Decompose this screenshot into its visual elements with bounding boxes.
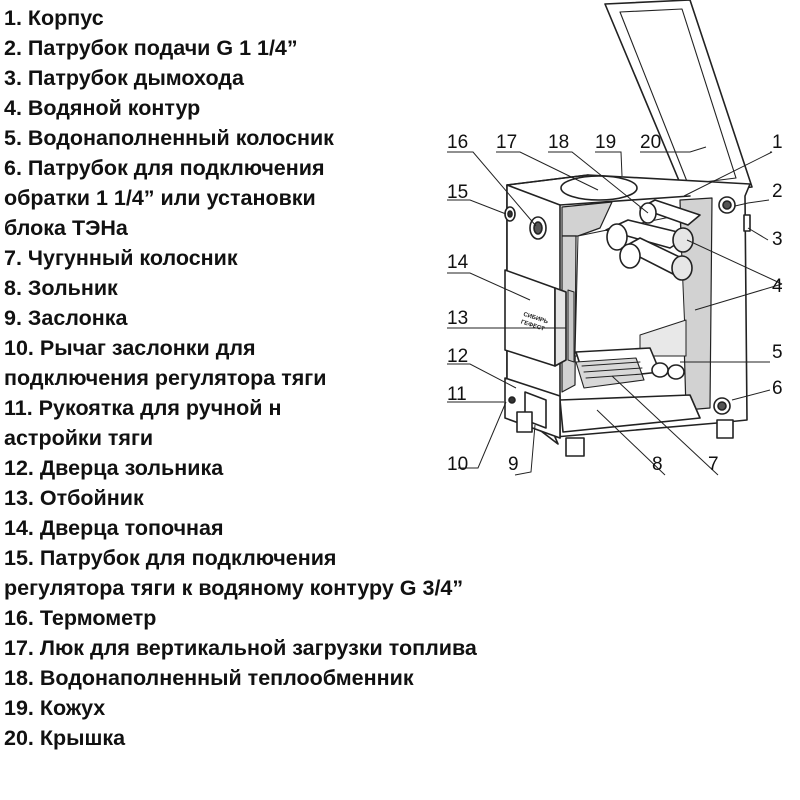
legend-item: 20. Крышка — [4, 723, 564, 753]
callout-5: 5 — [772, 342, 783, 363]
lid — [604, 0, 753, 196]
ash-pan — [559, 394, 701, 433]
legend-item: 9. Заслонка — [4, 303, 564, 333]
legend-item: 14. Дверца топочная — [4, 513, 564, 543]
legend-item: 7. Чугунный колосник — [4, 243, 564, 273]
legend-line: 1. Корпус — [4, 6, 104, 30]
callout-10: 10 — [447, 454, 468, 475]
legend-line: 12. Дверца зольника — [4, 456, 224, 480]
legend-item: 10. Рычаг заслонки для подключения регуля… — [4, 333, 564, 393]
legend-line: 9. Заслонка — [4, 306, 128, 330]
legend-line: 17. Люк для вертикальной загрузки топлив… — [4, 636, 477, 660]
callout-19: 19 — [595, 132, 616, 153]
legend-line: регулятора тяги к водяному контуру G 3/4… — [4, 576, 464, 600]
callout-20: 20 — [640, 132, 661, 153]
legend-line: 15. Патрубок для подключения — [4, 546, 337, 570]
draft-regulator-pipe — [504, 206, 516, 222]
legend-line: 20. Крышка — [4, 726, 126, 750]
grates — [575, 347, 685, 389]
legend-line: астройки тяги — [4, 426, 154, 450]
baffle — [567, 289, 575, 363]
legend-line: блока ТЭНа — [4, 216, 128, 240]
legend-item: 19. Кожух — [4, 693, 564, 723]
callout-15: 15 — [447, 182, 468, 203]
legend-line: 2. Патрубок подачи G 1 1/4” — [4, 36, 298, 60]
callout-13: 13 — [447, 308, 468, 329]
legend-item: 17. Люк для вертикальной загрузки топлив… — [4, 633, 564, 663]
callout-11: 11 — [447, 384, 467, 405]
heat-exchanger — [605, 199, 701, 281]
legend-item: 16. Термометр — [4, 603, 564, 633]
legend-line: 10. Рычаг заслонки для — [4, 336, 256, 360]
legend-line: 5. Водонаполненный колосник — [4, 126, 334, 150]
legend-item: 18. Водонаполненный теплообменник — [4, 663, 564, 693]
legend-item: 8. Зольник — [4, 273, 564, 303]
thermometer — [529, 216, 547, 240]
legend-item: 13. Отбойник — [4, 483, 564, 513]
legend-line: 11. Рукоятка для ручной н — [4, 396, 282, 420]
legend-line: 18. Водонаполненный теплообменник — [4, 666, 414, 690]
flue-pipe — [743, 214, 751, 232]
callout-1: 1 — [772, 132, 783, 153]
legend-item: 5. Водонаполненный колосник — [4, 123, 564, 153]
callout-4: 4 — [772, 276, 783, 297]
legend-line: 4. Водяной контур — [4, 96, 201, 120]
legend-line: 3. Патрубок дымохода — [4, 66, 244, 90]
callout-9: 9 — [508, 454, 519, 475]
legend-line: 7. Чугунный колосник — [4, 246, 238, 270]
legend-item: 6. Патрубок для подключения обратки 1 1/4… — [4, 153, 564, 243]
callout-14: 14 — [447, 252, 469, 273]
return-pipe — [713, 397, 731, 415]
legend-line: 14. Дверца топочная — [4, 516, 224, 540]
legend-item: 2. Патрубок подачи G 1 1/4” — [4, 33, 564, 63]
legend-item: 3. Патрубок дымохода — [4, 63, 564, 93]
parts-legend: 1. Корпус 2. Патрубок подачи G 1 1/4” 3. П… — [4, 3, 564, 753]
callout-8: 8 — [652, 454, 663, 475]
legend-item: 15. Патрубок для подключения регулятора т… — [4, 543, 564, 603]
legend-line: 6. Патрубок для подключения — [4, 156, 325, 180]
callout-16: 16 — [447, 132, 468, 153]
callout-18: 18 — [548, 132, 569, 153]
legend-line: 8. Зольник — [4, 276, 118, 300]
legend-line: 16. Термометр — [4, 606, 157, 630]
supply-pipe — [718, 196, 736, 214]
callout-labels: 16 17 18 19 20 1 2 3 4 5 6 7 8 9 10 11 1… — [447, 132, 783, 475]
callout-12: 12 — [447, 346, 468, 367]
loading-hatch — [560, 175, 638, 201]
callout-7: 7 — [708, 454, 719, 475]
callout-17: 17 — [496, 132, 517, 153]
legend-line: подключения регулятора тяги — [4, 366, 327, 390]
legend-item: 12. Дверца зольника — [4, 453, 564, 483]
callout-3: 3 — [772, 229, 783, 250]
legend-item: 1. Корпус — [4, 3, 564, 33]
legend-line: 13. Отбойник — [4, 486, 144, 510]
callout-2: 2 — [772, 181, 783, 202]
legend-line: 19. Кожух — [4, 696, 106, 720]
legend-item: 4. Водяной контур — [4, 93, 564, 123]
callout-6: 6 — [772, 378, 783, 399]
leader-lines — [447, 146, 783, 476]
legend-item: 11. Рукоятка для ручной н астройки тяги — [4, 393, 564, 453]
legend-line: обратки 1 1/4” или установки — [4, 186, 316, 210]
feet — [516, 411, 734, 457]
